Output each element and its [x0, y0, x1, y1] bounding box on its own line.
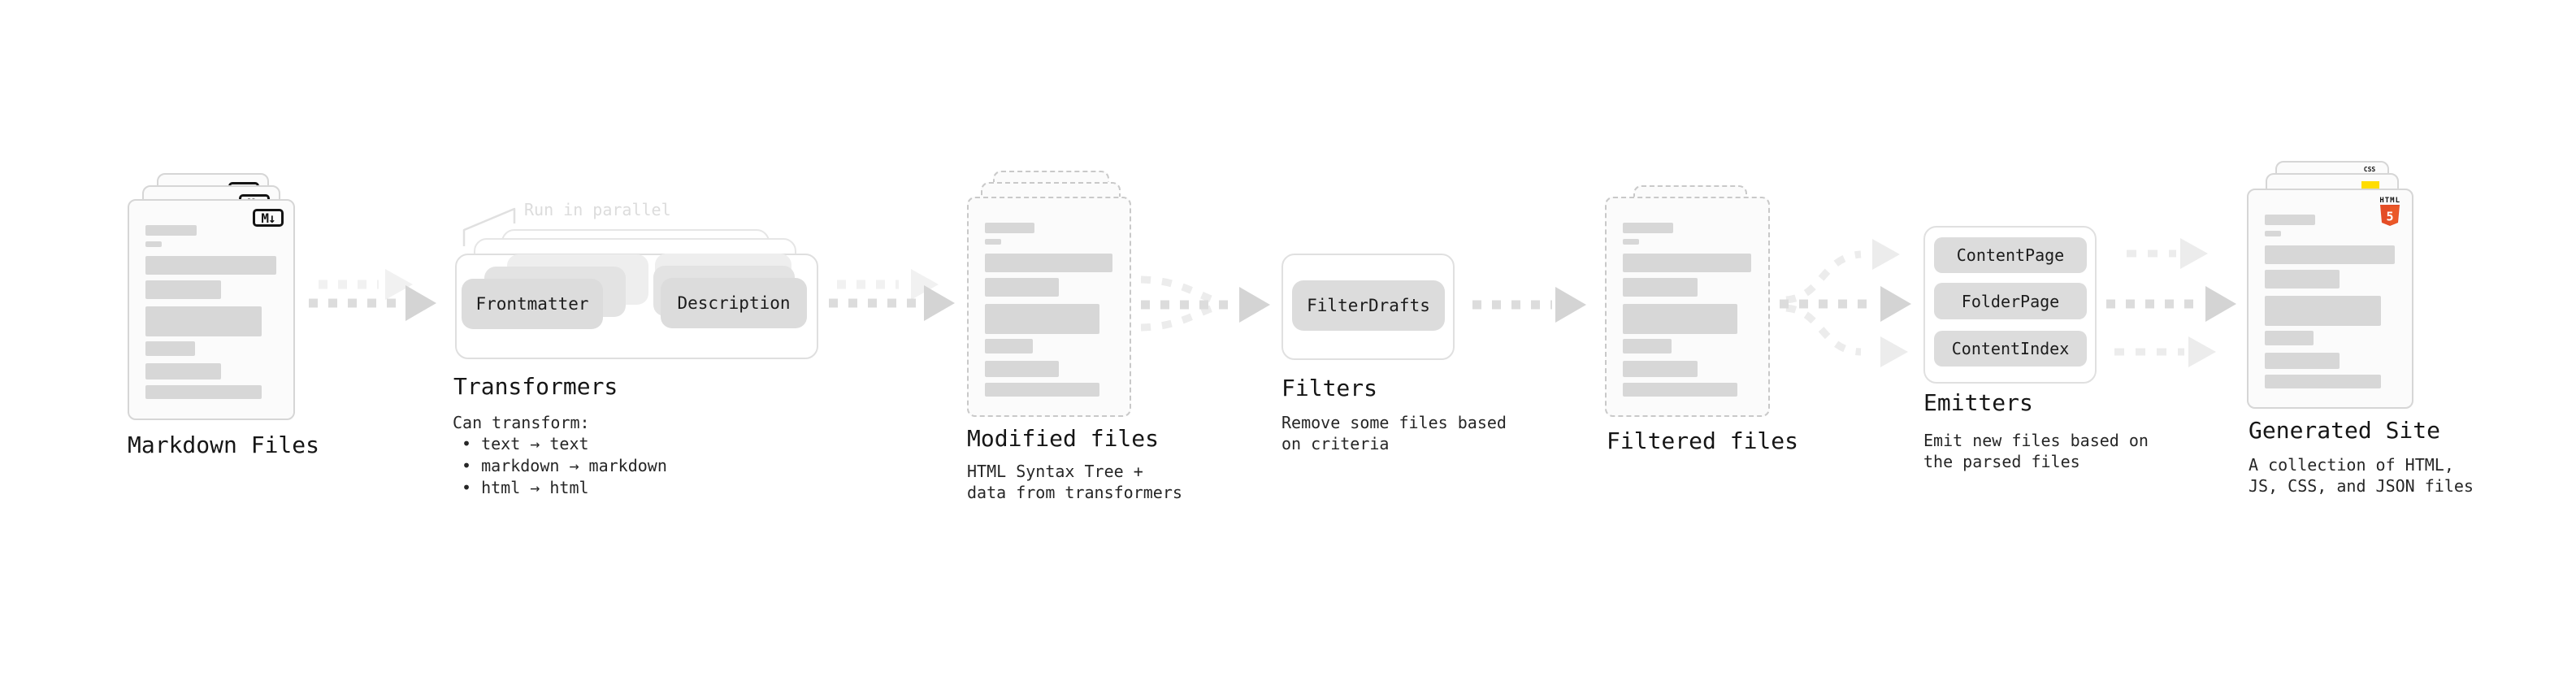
- doc-text-line: [145, 241, 163, 247]
- desc-line: data from transformers: [967, 483, 1182, 502]
- doc-text-line: [1623, 223, 1673, 233]
- desc-line: • text → text: [462, 434, 589, 453]
- doc-text-line: [2265, 375, 2381, 388]
- desc-line: JS, CSS, and JSON files: [2249, 476, 2474, 496]
- doc-text-line: [2265, 245, 2395, 264]
- doc-text-line: [145, 256, 276, 275]
- doc-text-line: [2265, 353, 2340, 369]
- doc-text-line: [1623, 254, 1752, 272]
- doc-text-line: [985, 339, 1034, 354]
- run-in-parallel-note: Run in parallel: [524, 200, 671, 219]
- stage-title-markdown: Markdown Files: [128, 432, 320, 458]
- stage-title-filters: Filters: [1281, 375, 1378, 401]
- doc-text-line: [145, 280, 221, 299]
- arrow-emitters-to-generated: [2106, 238, 2236, 367]
- doc-text-line: [1623, 339, 1672, 354]
- html5-icon: HTML 5: [2379, 197, 2400, 226]
- doc-text-line: [985, 239, 1001, 245]
- doc-text-line: [145, 225, 197, 236]
- markdown-file-front: M↓: [128, 199, 295, 420]
- stage-title-emitters: Emitters: [1923, 389, 2033, 416]
- desc-line: on criteria: [1281, 434, 1390, 453]
- doc-text-line: [985, 223, 1035, 233]
- emitter-node-contentpage: ContentPage: [1934, 237, 2087, 273]
- generated-file-html: HTML 5: [2247, 189, 2413, 409]
- desc-line: HTML Syntax Tree +: [967, 462, 1143, 481]
- desc-line: • markdown → markdown: [462, 456, 667, 475]
- svg-text:5: 5: [2387, 210, 2394, 224]
- doc-text-line: [1623, 239, 1639, 245]
- doc-text-line: [1623, 278, 1698, 297]
- desc-line: Can transform:: [453, 413, 590, 432]
- doc-text-line: [985, 361, 1060, 377]
- doc-text-line: [145, 306, 262, 336]
- desc-line: A collection of HTML,: [2249, 455, 2454, 475]
- stage-title-generated: Generated Site: [2249, 417, 2441, 444]
- modified-description: HTML Syntax Tree + data from transformer…: [967, 461, 1182, 503]
- arrow-filtered-to-emitters: [1780, 239, 1911, 367]
- modified-file-front: [967, 197, 1131, 417]
- doc-text-line: [145, 341, 195, 356]
- arrow-markdown-to-transformers: [309, 269, 436, 321]
- doc-text-line: [1623, 361, 1698, 377]
- filter-node-filterdrafts: FilterDrafts: [1292, 280, 1445, 331]
- html5-shield: 5: [2380, 205, 2400, 226]
- desc-line: Remove some files based: [1281, 413, 1507, 432]
- doc-text-line: [2265, 296, 2381, 326]
- transformers-description: Can transform: • text → text • markdown …: [453, 412, 667, 499]
- arrow-transformers-to-modified: [829, 269, 955, 321]
- doc-text-line: [2265, 215, 2316, 225]
- transformer-node-description: Description: [661, 278, 807, 328]
- desc-line: the parsed files: [1923, 452, 2080, 471]
- doc-text-line: [2265, 270, 2340, 288]
- doc-text-line: [2265, 331, 2314, 345]
- doc-text-line: [985, 278, 1060, 297]
- stage-title-filtered: Filtered files: [1607, 427, 1799, 454]
- doc-text-line: [145, 363, 221, 380]
- filters-description: Remove some files based on criteria: [1281, 412, 1507, 454]
- desc-line: • html → html: [462, 478, 589, 497]
- doc-text-line: [985, 254, 1113, 272]
- doc-text-line: [985, 304, 1099, 334]
- stage-title-modified: Modified files: [967, 425, 1160, 452]
- css-icon-label: CSS: [2363, 166, 2376, 173]
- arrow-modified-to-filters: [1140, 275, 1270, 332]
- emitters-description: Emit new files based on the parsed files: [1923, 430, 2149, 472]
- emitter-node-contentindex: ContentIndex: [1934, 331, 2087, 367]
- generated-description: A collection of HTML, JS, CSS, and JSON …: [2249, 454, 2474, 497]
- arrow-filters-to-filtered: [1472, 287, 1586, 323]
- doc-text-line: [985, 383, 1099, 397]
- doc-text-line: [145, 385, 262, 399]
- stage-title-transformers: Transformers: [453, 373, 618, 400]
- html5-icon-caption: HTML: [2379, 197, 2400, 205]
- filtered-file-front: [1605, 197, 1770, 417]
- doc-text-line: [2265, 231, 2282, 236]
- doc-text-line: [1623, 383, 1738, 397]
- transformer-node-frontmatter: Frontmatter: [462, 279, 603, 329]
- doc-text-line: [1623, 304, 1738, 334]
- emitter-node-folderpage: FolderPage: [1934, 283, 2087, 319]
- markdown-icon: M↓: [253, 209, 284, 227]
- note-leader-line: [462, 207, 516, 246]
- desc-line: Emit new files based on: [1923, 431, 2149, 450]
